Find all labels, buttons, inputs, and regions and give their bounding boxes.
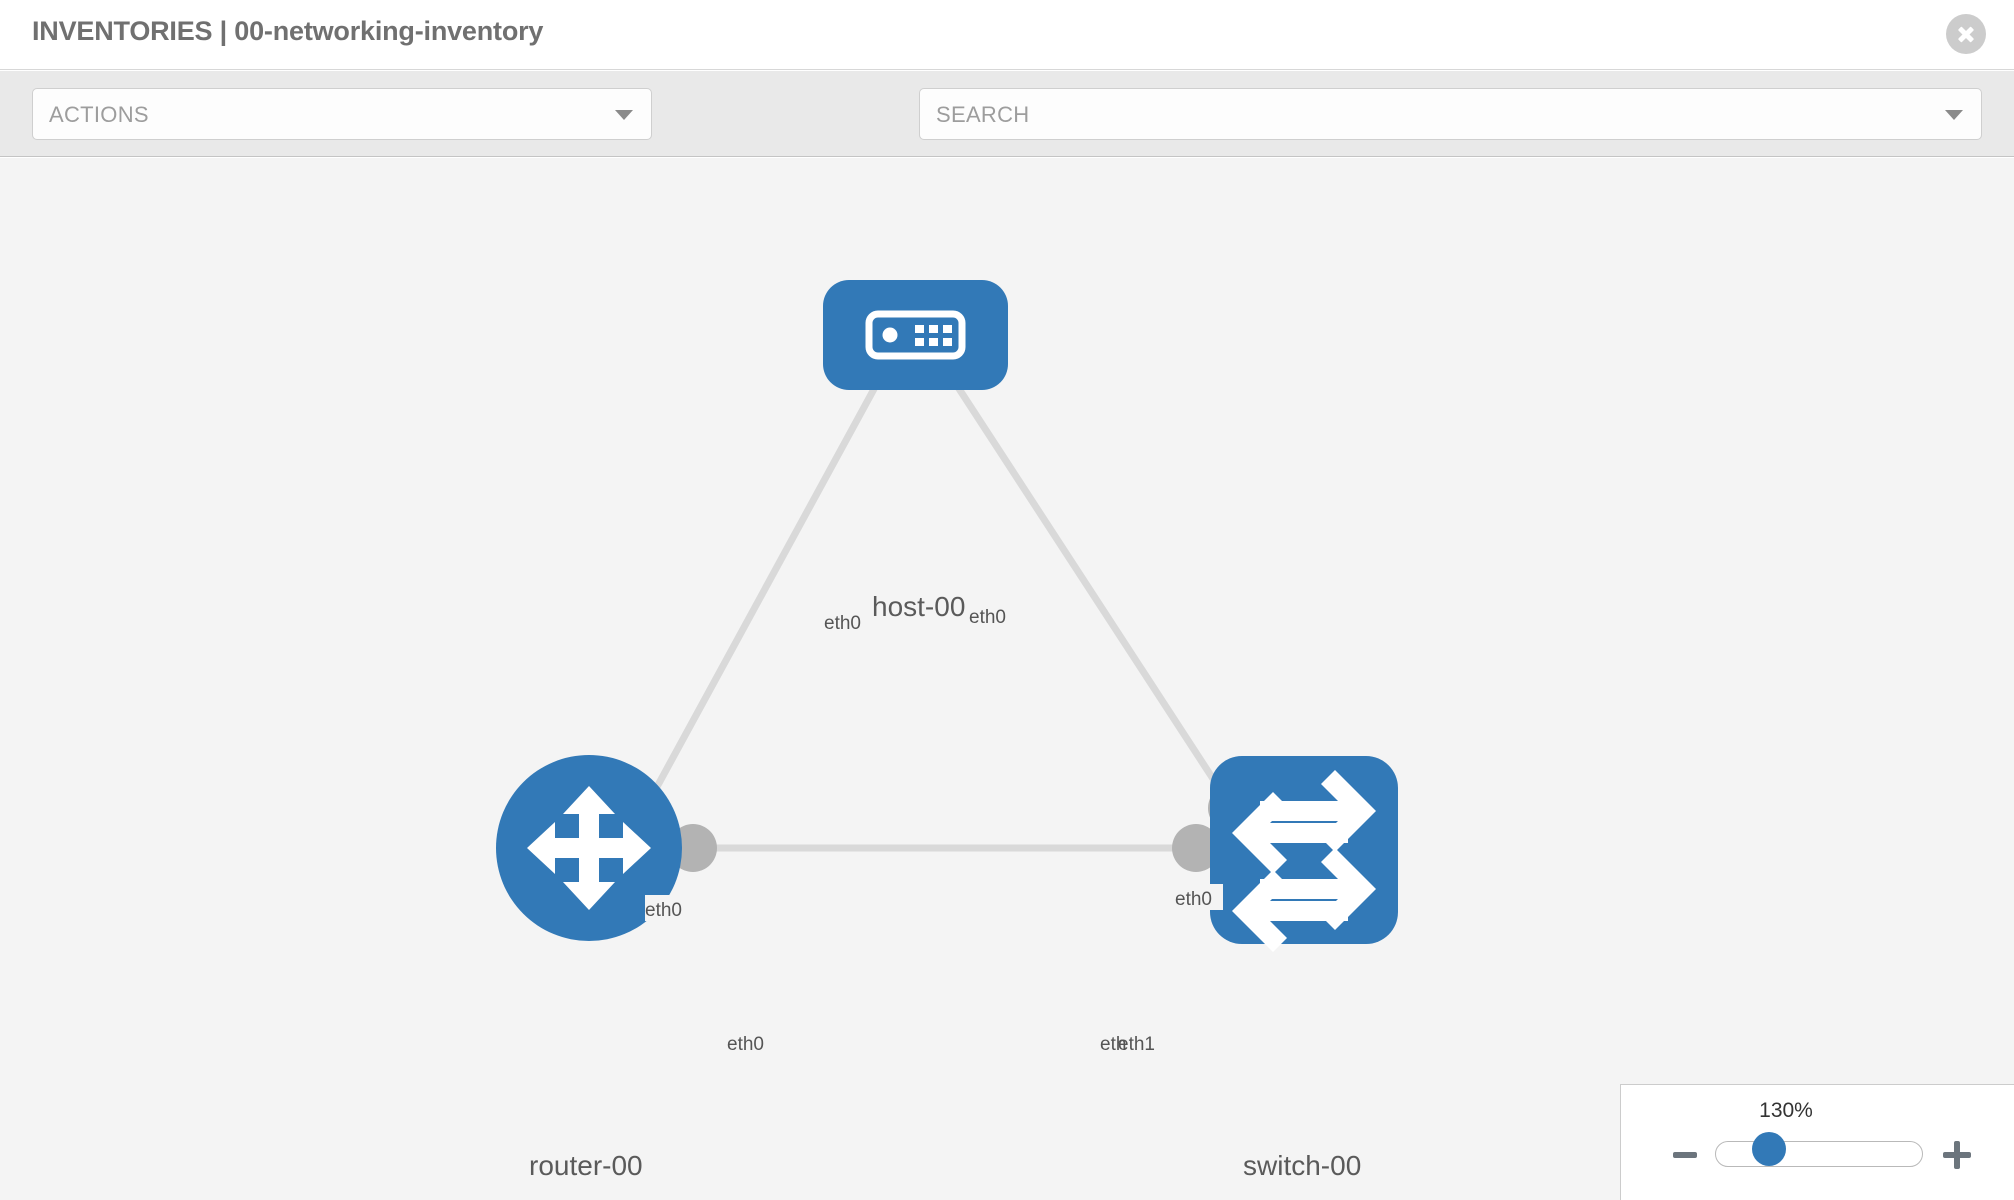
iface-label-switch-router: eth1 bbox=[1118, 1034, 1155, 1055]
zoom-slider-thumb[interactable] bbox=[1752, 1132, 1786, 1166]
page-title: INVENTORIES | 00-networking-inventory bbox=[32, 16, 544, 46]
close-x-glyph bbox=[1946, 14, 1986, 54]
iface-label-host-switch: eth0 bbox=[969, 607, 1006, 628]
link-host-switch[interactable] bbox=[949, 376, 1235, 810]
search-placeholder: SEARCH bbox=[936, 102, 1030, 127]
actions-dropdown[interactable]: ACTIONS bbox=[32, 88, 652, 140]
node-label-group: host-00 router-00 switch-00 bbox=[529, 589, 1365, 1182]
node-label-router-00: router-00 bbox=[529, 1150, 643, 1181]
search-input[interactable]: SEARCH bbox=[919, 88, 1982, 140]
topology-canvas[interactable]: host-00 router-00 switch-00 eth0 eth0 et… bbox=[0, 158, 2014, 1200]
close-icon[interactable] bbox=[1946, 14, 1986, 54]
chevron-down-icon bbox=[615, 110, 633, 120]
node-router-00[interactable] bbox=[496, 755, 682, 941]
switch-arrows-icon bbox=[1232, 770, 1376, 952]
node-label-host-00: host-00 bbox=[872, 591, 965, 622]
chevron-down-icon bbox=[1945, 110, 1963, 120]
router-arrows-icon bbox=[527, 786, 651, 910]
page-header: INVENTORIES | 00-networking-inventory bbox=[0, 0, 2014, 70]
zoom-in-button[interactable] bbox=[1941, 1139, 1973, 1171]
zoom-control-panel: 130% bbox=[1620, 1084, 2014, 1200]
node-host-00[interactable] bbox=[823, 280, 1008, 390]
node-label-switch-00: switch-00 bbox=[1243, 1150, 1361, 1181]
topology-graph[interactable]: host-00 router-00 switch-00 eth0 eth0 et… bbox=[0, 158, 2014, 1200]
iface-label-group: eth0 eth0 eth0 eth0 eth0 eth eth1 bbox=[645, 602, 1223, 1055]
node-switch-00[interactable] bbox=[1210, 756, 1398, 952]
zoom-level-label: 130% bbox=[1759, 1099, 1813, 1122]
toolbar: ACTIONS SEARCH bbox=[0, 71, 2014, 157]
iface-label-switch-router-overlap: eth bbox=[1100, 1034, 1126, 1055]
actions-dropdown-label: ACTIONS bbox=[49, 102, 149, 127]
connector-switch-left[interactable] bbox=[1172, 824, 1220, 872]
zoom-out-button[interactable] bbox=[1671, 1141, 1699, 1169]
iface-label-switch-host: eth0 bbox=[1175, 889, 1212, 910]
link-group bbox=[636, 376, 1235, 852]
iface-label-router-switch: eth0 bbox=[727, 1034, 764, 1055]
iface-label-router-host: eth0 bbox=[645, 900, 682, 921]
link-host-router[interactable] bbox=[636, 376, 884, 820]
server-icon bbox=[865, 310, 966, 360]
zoom-slider[interactable] bbox=[1715, 1141, 1923, 1167]
iface-label-host-router: eth0 bbox=[824, 613, 861, 634]
